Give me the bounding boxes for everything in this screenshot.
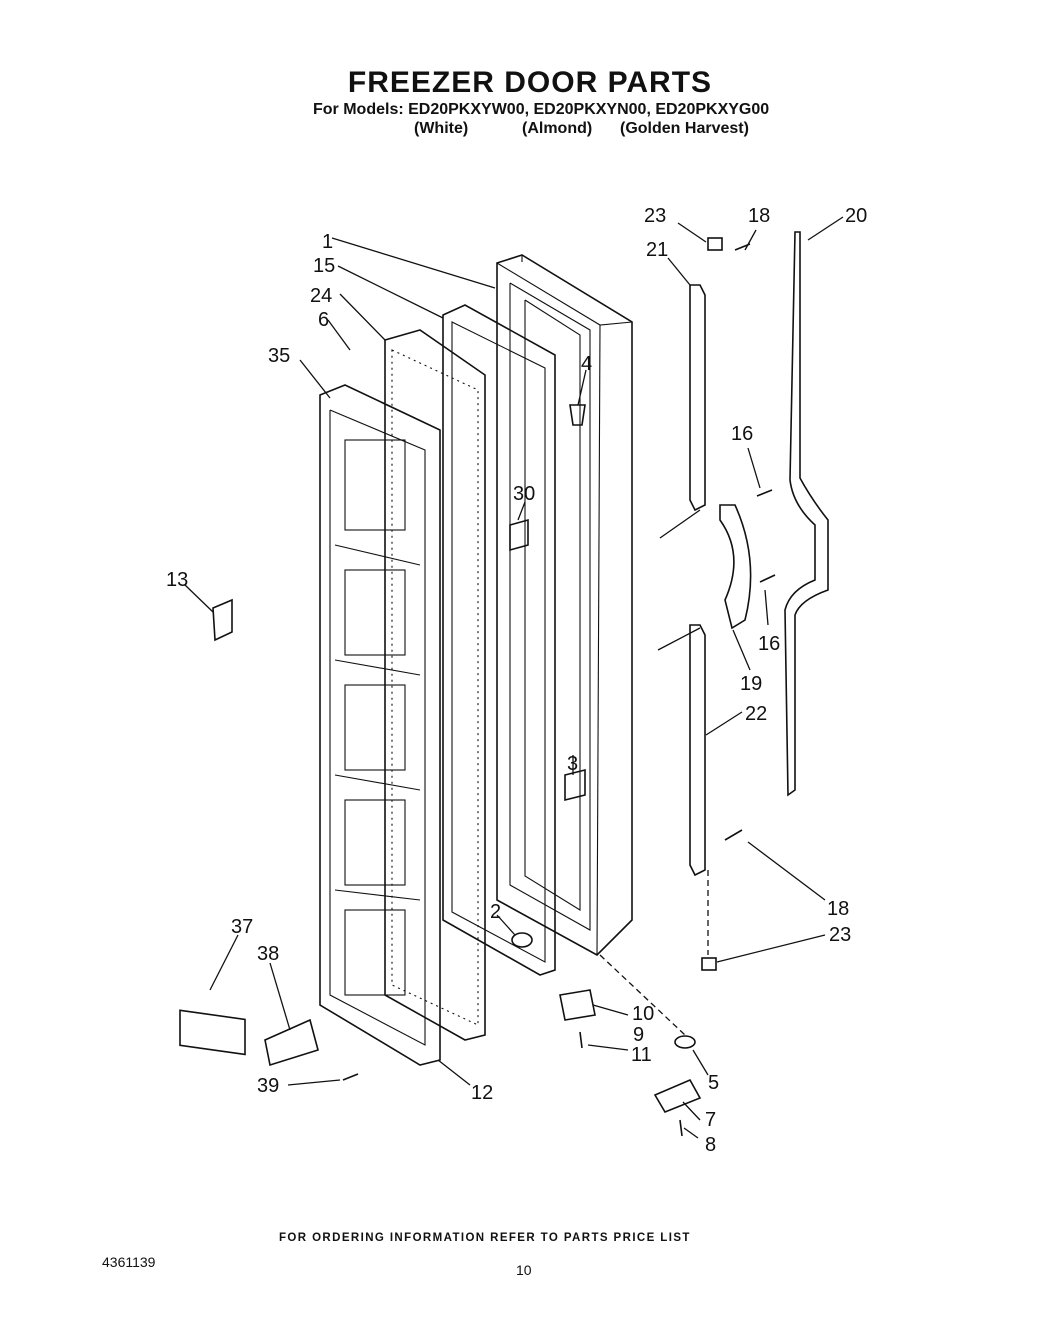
bushing-part-5 bbox=[674, 1035, 696, 1049]
screws bbox=[342, 243, 776, 1137]
callout-10: 10 bbox=[632, 1003, 654, 1025]
callout-30: 30 bbox=[513, 483, 535, 505]
models-line: For Models: ED20PKXYW00, ED20PKXYN00, ED… bbox=[313, 101, 770, 118]
callout-13: 13 bbox=[166, 569, 188, 591]
callout-18-top: 18 bbox=[748, 205, 770, 227]
bracket-part-3 bbox=[564, 768, 586, 802]
callout-15: 15 bbox=[313, 255, 335, 277]
callout-11: 11 bbox=[631, 1044, 652, 1066]
leader-lines bbox=[184, 216, 844, 1139]
inner-liner bbox=[319, 384, 441, 1066]
ordering-note: FOR ORDERING INFORMATION REFER TO PARTS … bbox=[279, 1232, 691, 1244]
bottom-hinge-part-7 bbox=[653, 1078, 702, 1113]
callout-7: 7 bbox=[705, 1109, 716, 1131]
callout-19: 19 bbox=[740, 673, 762, 695]
callout-23-top: 23 bbox=[644, 205, 666, 227]
bracket-part-13 bbox=[212, 598, 233, 642]
callout-1: 1 bbox=[322, 231, 333, 253]
callout-23-bottom: 23 bbox=[829, 924, 851, 946]
variant-almond: (Almond) bbox=[522, 120, 593, 137]
callout-16-top: 16 bbox=[731, 423, 753, 445]
callout-18-bottom: 18 bbox=[827, 898, 849, 920]
hinge-bracket bbox=[719, 504, 752, 630]
callout-12: 12 bbox=[471, 1082, 493, 1104]
variant-golden-harvest: (Golden Harvest) bbox=[620, 120, 749, 137]
callout-labels: 1 15 24 6 35 13 4 30 23 18 20 21 16 16 1… bbox=[166, 205, 867, 1156]
callout-4: 4 bbox=[581, 353, 592, 375]
callout-24: 24 bbox=[310, 285, 332, 307]
callout-2: 2 bbox=[490, 901, 501, 923]
clip-part-30 bbox=[509, 518, 529, 552]
trim-strip-upper bbox=[689, 284, 706, 512]
callout-37: 37 bbox=[231, 916, 253, 938]
plug-part-2 bbox=[511, 932, 533, 948]
cap-part-23-bottom bbox=[701, 957, 717, 971]
callout-8: 8 bbox=[705, 1134, 716, 1156]
callout-35: 35 bbox=[268, 345, 290, 367]
grille-part-37 bbox=[179, 1009, 246, 1056]
page-number: 10 bbox=[516, 1262, 532, 1278]
callout-9: 9 bbox=[633, 1024, 644, 1046]
page-title: FREEZER DOOR PARTS bbox=[347, 66, 713, 99]
callout-39: 39 bbox=[257, 1075, 279, 1097]
document-number: 4361139 bbox=[102, 1254, 156, 1270]
callout-3: 3 bbox=[567, 753, 578, 775]
door-gasket bbox=[442, 304, 556, 976]
stop-part-4 bbox=[569, 404, 586, 426]
callout-21: 21 bbox=[646, 239, 668, 261]
callout-22: 22 bbox=[745, 703, 767, 725]
hinge-plate-part-10 bbox=[559, 989, 596, 1021]
cap-part-23-top bbox=[707, 237, 723, 251]
variant-white: (White) bbox=[414, 120, 469, 137]
callout-38: 38 bbox=[257, 943, 279, 965]
callout-5: 5 bbox=[708, 1072, 719, 1094]
outer-door-panel bbox=[496, 254, 633, 956]
handle-part-38 bbox=[264, 1018, 319, 1067]
callout-6: 6 bbox=[318, 309, 329, 331]
trim-strip-lower bbox=[689, 624, 706, 877]
callout-16-bottom: 16 bbox=[758, 633, 780, 655]
hinge-trim-strip bbox=[784, 231, 829, 797]
callout-20: 20 bbox=[845, 205, 867, 227]
